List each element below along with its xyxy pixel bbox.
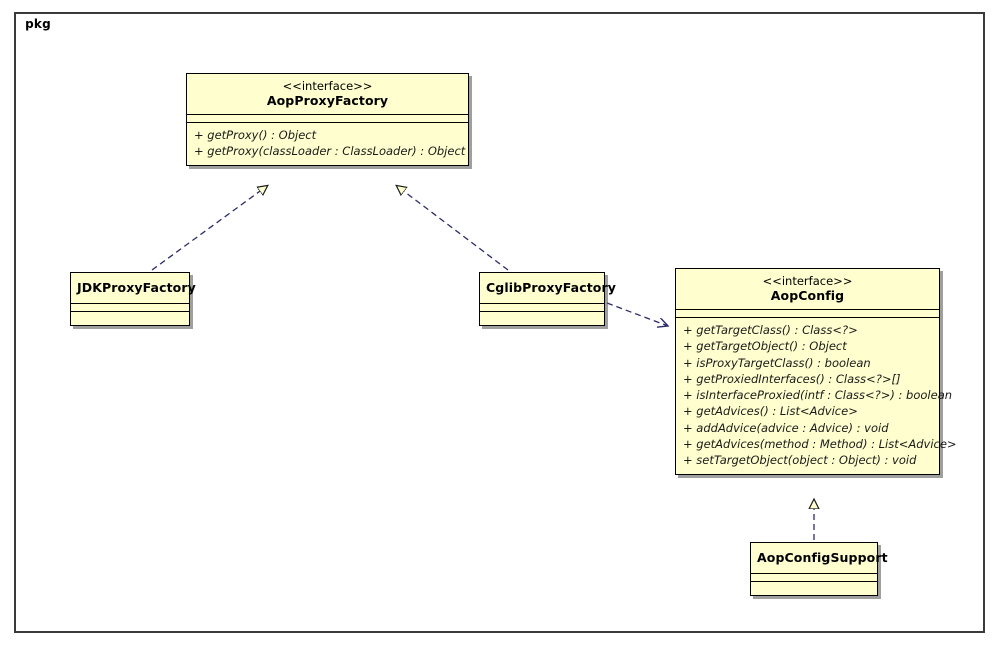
method-visibility: + bbox=[683, 339, 693, 354]
compartment-divider bbox=[71, 303, 189, 304]
class-title: AopProxyFactory bbox=[266, 93, 389, 109]
class-stereotype: <<interface>> bbox=[762, 274, 853, 288]
methods-compartment-aopconfig: + getTargetClass() : Class<?> + getTarge… bbox=[676, 318, 957, 474]
method-signature: getAdvices(method : Method) : List<Advic… bbox=[696, 437, 957, 452]
package-frame-label: pkg bbox=[25, 17, 51, 31]
method-row: + getTargetObject() : Object bbox=[683, 338, 933, 354]
method-visibility: + bbox=[194, 128, 204, 142]
package-frame-border bbox=[14, 12, 985, 633]
method-row: + getAdvices() : List<Advice> bbox=[683, 403, 933, 419]
method-row: + isInterfaceProxied(intf : Class<?>) : … bbox=[683, 387, 952, 403]
method-signature: getProxiedInterfaces() : Class<?>[] bbox=[696, 371, 901, 386]
methods-compartment-aopproxyfactory: + getProxy() : Object + getProxy(classLo… bbox=[187, 123, 468, 165]
method-visibility: + bbox=[683, 323, 693, 337]
method-row: + isProxyTargetClass() : boolean bbox=[683, 355, 933, 371]
class-stereotype: <<interface>> bbox=[282, 79, 373, 93]
method-visibility: + bbox=[683, 420, 693, 435]
attributes-compartment-aopconfig bbox=[676, 310, 939, 317]
attributes-compartment-cglibproxyfactory bbox=[480, 304, 604, 311]
class-header-jdkproxyfactory: JDKProxyFactory bbox=[71, 273, 196, 303]
method-signature: getProxy(classLoader : ClassLoader) : Ob… bbox=[207, 144, 466, 159]
class-title: AopConfig bbox=[770, 288, 845, 304]
method-visibility: + bbox=[194, 144, 204, 159]
method-row: + getProxy() : Object bbox=[194, 127, 462, 143]
methods-compartment-aopconfigsupport bbox=[751, 582, 877, 595]
method-row: + getAdvices(method : Method) : List<Adv… bbox=[683, 436, 957, 452]
method-row: + getTargetClass() : Class<?> bbox=[683, 322, 933, 338]
class-box-cglibproxyfactory[interactable]: CglibProxyFactory bbox=[479, 272, 616, 326]
method-signature: getAdvices() : List<Advice> bbox=[696, 404, 858, 419]
class-box-aopconfigsupport[interactable]: AopConfigSupport bbox=[750, 542, 888, 596]
method-row: + setTargetObject(object : Object) : voi… bbox=[683, 452, 933, 468]
class-title: CglibProxyFactory bbox=[486, 280, 616, 295]
method-signature: isProxyTargetClass() : boolean bbox=[696, 355, 871, 370]
class-header-cglibproxyfactory: CglibProxyFactory bbox=[480, 273, 616, 303]
method-signature: setTargetObject(object : Object) : void bbox=[696, 453, 917, 468]
compartment-divider bbox=[480, 311, 604, 312]
method-visibility: + bbox=[683, 437, 693, 452]
method-visibility: + bbox=[683, 355, 693, 370]
compartment-divider bbox=[676, 317, 939, 318]
compartment-divider bbox=[187, 122, 468, 123]
method-signature: getTargetClass() : Class<?> bbox=[696, 323, 858, 337]
method-visibility: + bbox=[683, 388, 693, 403]
compartment-divider bbox=[187, 114, 468, 115]
method-signature: getProxy() : Object bbox=[207, 128, 317, 142]
method-row: + getProxy(classLoader : ClassLoader) : … bbox=[194, 143, 466, 159]
method-signature: getTargetObject() : Object bbox=[696, 339, 847, 354]
attributes-compartment-jdkproxyfactory bbox=[71, 304, 189, 311]
method-signature: addAdvice(advice : Advice) : void bbox=[696, 420, 889, 435]
attributes-compartment-aopconfigsupport bbox=[751, 574, 877, 581]
compartment-divider bbox=[676, 309, 939, 310]
compartment-divider bbox=[751, 573, 877, 574]
class-title: JDKProxyFactory bbox=[77, 280, 196, 295]
class-box-aopproxyfactory[interactable]: <<interface>> AopProxyFactory + getProxy… bbox=[186, 73, 469, 166]
method-signature: isInterfaceProxied(intf : Class<?>) : bo… bbox=[696, 388, 953, 403]
class-header-aopconfigsupport: AopConfigSupport bbox=[751, 543, 888, 573]
methods-compartment-jdkproxyfactory bbox=[71, 312, 189, 325]
method-visibility: + bbox=[683, 404, 693, 419]
compartment-divider bbox=[751, 581, 877, 582]
class-header-aopconfig: <<interface>> AopConfig bbox=[676, 269, 939, 309]
compartment-divider bbox=[71, 311, 189, 312]
compartment-divider bbox=[480, 303, 604, 304]
method-visibility: + bbox=[683, 371, 693, 386]
class-box-jdkproxyfactory[interactable]: JDKProxyFactory bbox=[70, 272, 196, 326]
method-visibility: + bbox=[683, 453, 693, 468]
attributes-compartment-aopproxyfactory bbox=[187, 115, 468, 122]
class-title: AopConfigSupport bbox=[757, 550, 888, 565]
method-row: + getProxiedInterfaces() : Class<?>[] bbox=[683, 371, 933, 387]
class-header-aopproxyfactory: <<interface>> AopProxyFactory bbox=[187, 74, 468, 114]
class-box-aopconfig[interactable]: <<interface>> AopConfig + getTargetClass… bbox=[675, 268, 957, 475]
method-row: + addAdvice(advice : Advice) : void bbox=[683, 420, 933, 436]
methods-compartment-cglibproxyfactory bbox=[480, 312, 604, 325]
